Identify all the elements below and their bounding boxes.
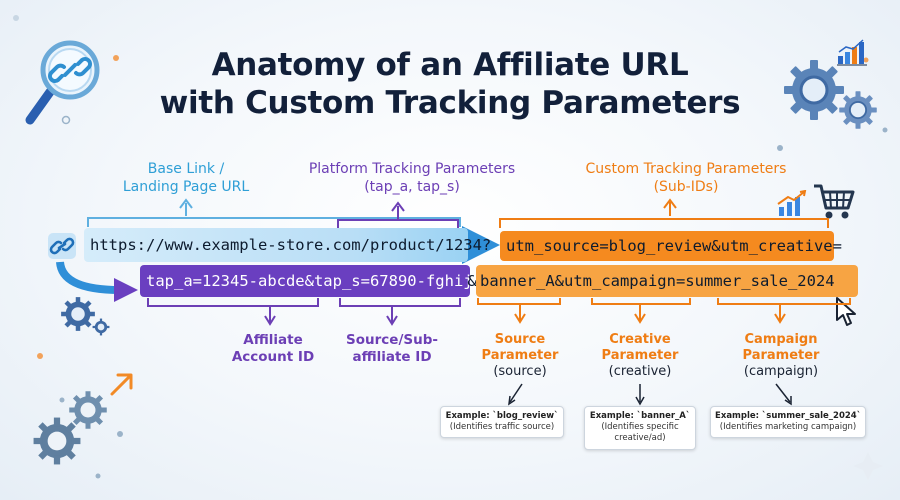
- source-parameter-label: Source Parameter (source): [468, 332, 572, 380]
- campaign-label-line2: Parameter: [742, 348, 820, 363]
- campaign-label-line1: Campaign: [744, 332, 818, 347]
- platform-params-label-line1: Platform Tracking Parameters: [308, 161, 516, 177]
- url-custom-segment-line1: utm_source=blog_review&utm_creative=: [500, 231, 842, 261]
- platform-params-label-line2: (tap_a, tap_s): [364, 179, 460, 195]
- source-example-card: Example: `blog_review` (Identifies traff…: [440, 406, 564, 438]
- sub-affiliate-id-label: Source/Sub- affiliate ID: [336, 332, 448, 366]
- title-line-1: Anatomy of an Affiliate URL: [211, 47, 689, 83]
- affiliate-label-line1: Affiliate: [243, 332, 303, 348]
- creative-example-text: Example: `banner_A`: [589, 411, 691, 421]
- url-platform-segment: tap_a=12345-abcde&tap_s=67890-fghij: [140, 265, 473, 297]
- gear-icon: [839, 91, 877, 129]
- magnifier-link-icon: [25, 40, 100, 125]
- campaign-label-key: (campaign): [743, 364, 819, 379]
- growth-chart-icon: [777, 190, 807, 216]
- link-icon-badge: [48, 233, 76, 259]
- base-link-label-line1: Base Link /: [147, 161, 225, 177]
- title-line-2: with Custom Tracking Parameters: [159, 85, 741, 121]
- custom-params-label-line2: (Sub-IDs): [653, 179, 719, 195]
- custom-params-label: Custom Tracking Parameters (Sub-IDs): [566, 160, 806, 196]
- base-link-label-line2: Landing Page URL: [122, 179, 250, 195]
- source-label-line1: Source: [494, 332, 546, 347]
- page-title: Anatomy of an Affiliate URL with Custom …: [0, 46, 900, 122]
- source-example-text: Example: `blog_review`: [445, 411, 559, 421]
- arrow-icon: [110, 373, 133, 396]
- custom-params-label-line1: Custom Tracking Parameters: [585, 161, 787, 177]
- campaign-example-card: Example: `summer_sale_2024` (Identifies …: [710, 406, 866, 438]
- base-link-label: Base Link / Landing Page URL: [96, 160, 276, 196]
- gear-icon: [33, 417, 81, 465]
- creative-label-key: (creative): [608, 364, 672, 379]
- link-icon: [49, 237, 75, 255]
- campaign-example-text: Example: `summer_sale_2024`: [715, 411, 861, 421]
- gear-icon: [69, 391, 107, 429]
- gear-icon: [92, 318, 110, 336]
- subaffiliate-label-line1: Source/Sub-: [346, 332, 438, 348]
- subaffiliate-label-line2: affiliate ID: [352, 349, 432, 365]
- affiliate-account-id-label: Affiliate Account ID: [218, 332, 328, 366]
- platform-params-label: Platform Tracking Parameters (tap_a, tap…: [292, 160, 532, 196]
- url-custom-segment-line2: banner_A&utm_campaign=summer_sale_2024: [476, 265, 858, 297]
- creative-label-line1: Creative: [609, 332, 671, 347]
- bar-chart-icon: [837, 39, 867, 66]
- gear-icon: [784, 60, 844, 120]
- affiliate-label-line2: Account ID: [231, 349, 315, 365]
- creative-example-desc-line1: (Identifies specific: [601, 422, 679, 432]
- source-label-key: (source): [493, 364, 547, 379]
- creative-example-desc-line2: creative/ad): [614, 433, 666, 443]
- url-ampersand: &: [467, 272, 477, 290]
- gear-icon: [61, 297, 95, 331]
- source-example-desc: (Identifies traffic source): [449, 422, 555, 432]
- campaign-example-desc: (Identifies marketing campaign): [719, 422, 857, 432]
- cart-icon: [814, 184, 855, 219]
- campaign-parameter-label: Campaign Parameter (campaign): [726, 332, 836, 380]
- creative-example-card: Example: `banner_A` (Identifies specific…: [584, 406, 696, 450]
- creative-parameter-label: Creative Parameter (creative): [588, 332, 692, 380]
- url-base-segment: https://www.example-store.com/product/12…: [84, 228, 491, 262]
- source-label-line2: Parameter: [481, 348, 559, 363]
- creative-label-line2: Parameter: [601, 348, 679, 363]
